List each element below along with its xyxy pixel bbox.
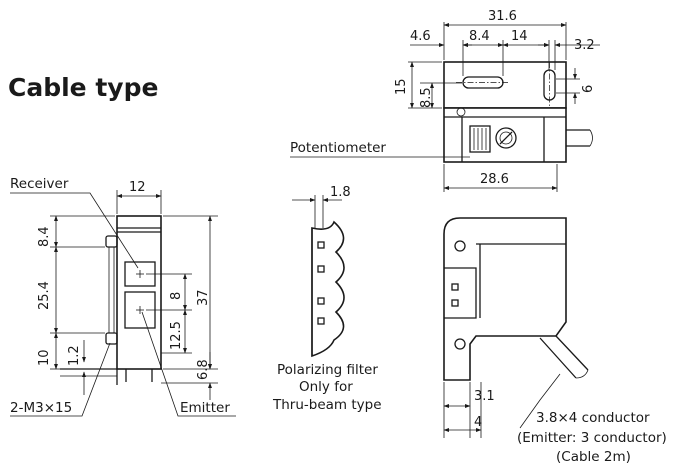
dim-right-slot: 6 bbox=[581, 85, 596, 93]
dim-front-top: 8.4 bbox=[37, 226, 52, 247]
cable-length-label: (Cable 2m) bbox=[556, 449, 631, 465]
dim-side-3-1: 3.1 bbox=[474, 389, 495, 404]
dim-front-mid: 25.4 bbox=[37, 281, 52, 310]
dim-front-width: 12 bbox=[129, 180, 146, 195]
receiver-label: Receiver bbox=[10, 176, 69, 192]
potentiometer-icon bbox=[495, 127, 517, 149]
front-view: 12 8.4 25.4 10 1.2 37 8 12.5 6.8 bbox=[10, 176, 236, 417]
top-view-body bbox=[443, 61, 567, 109]
screws-label: 2-M3×15 bbox=[10, 400, 72, 416]
dim-front-bottom: 10 bbox=[37, 349, 52, 366]
dim-top-slot-height: 8.5 bbox=[419, 87, 434, 108]
dim-left-offset: 4.6 bbox=[410, 29, 431, 44]
cable-angled bbox=[539, 335, 589, 379]
dim-lens-offset: 12.5 bbox=[169, 321, 184, 350]
conductor-emitter-label: (Emitter: 3 conductor) bbox=[517, 430, 667, 446]
side-view: 3.1 4 3.8×4 conductor (Emitter: 3 conduc… bbox=[443, 217, 667, 465]
dim-lens-gap: 8 bbox=[169, 292, 184, 300]
dim-overall-height: 37 bbox=[196, 289, 211, 306]
dim-side-4: 4 bbox=[474, 415, 482, 430]
potentiometer-label: Potentiometer bbox=[290, 140, 386, 156]
filter-profile bbox=[311, 220, 345, 358]
dim-bottom-edge: 6.8 bbox=[196, 359, 211, 380]
dim-slot-spacing: 14 bbox=[511, 29, 528, 44]
dim-screw-dia: 1.2 bbox=[67, 345, 82, 366]
dim-slot-length: 8.4 bbox=[469, 29, 490, 44]
emitter-label: Emitter bbox=[180, 400, 230, 416]
cable bbox=[566, 129, 590, 147]
polarizing-filter-line3: Thru-beam type bbox=[272, 397, 382, 413]
side-view-body bbox=[443, 217, 567, 381]
dim-bottom-width: 28.6 bbox=[480, 172, 509, 187]
polarizing-filter-view: 1.8 Polarizing filter Only for Thru-beam… bbox=[272, 185, 382, 413]
dim-top-height: 15 bbox=[394, 78, 409, 95]
conductor-label: 3.8×4 conductor bbox=[536, 410, 650, 426]
dim-right-offset: 3.2 bbox=[574, 38, 595, 53]
page-title: Cable type bbox=[8, 73, 158, 102]
polarizing-filter-label: Polarizing filter bbox=[277, 362, 378, 378]
dim-overall-width: 31.6 bbox=[488, 9, 517, 24]
polarizing-filter-line2: Only for bbox=[299, 379, 353, 395]
dim-filter-thickness: 1.8 bbox=[330, 185, 351, 200]
top-view: 31.6 4.6 8.4 14 3.2 15 8.5 6 28.6 bbox=[290, 9, 600, 192]
